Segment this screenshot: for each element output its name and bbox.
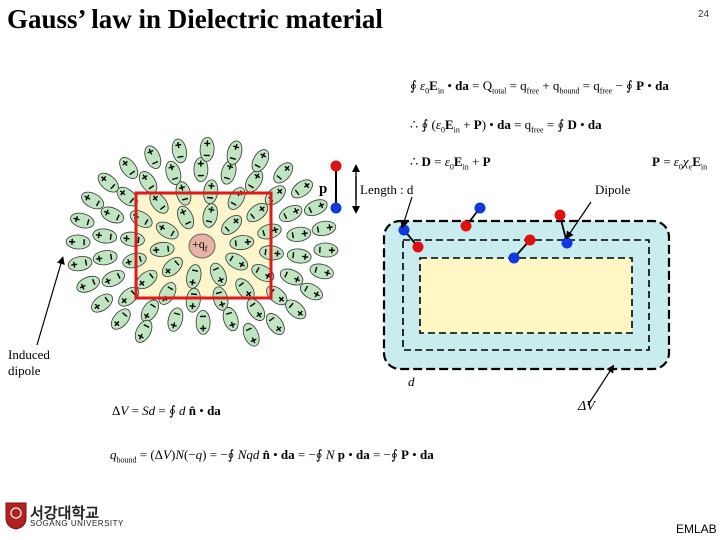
induced-dipole-icon [309,263,334,280]
induced-dipole-icon [134,319,153,343]
induced-dipole-icon [221,215,243,235]
induced-dipole-icon [97,172,119,193]
induced-dipole-icon [118,286,140,307]
induced-dipole-icon [199,137,215,162]
volume-diagram [382,196,671,406]
induced-dipole-icon [220,160,237,185]
induced-dipole-icon [209,262,227,287]
induced-dipole-icon [149,241,175,257]
induced-dipole-icon [286,248,312,264]
equation-d-field: ∴ D = ε0Ein + P [410,154,491,172]
induced-dipole-icon [251,149,270,173]
induced-dipole-icon [81,191,105,210]
dipole-blue-end [508,252,520,264]
university-logo-korean: 서강대학교 [30,504,100,522]
dipole-red-end [460,220,472,232]
free-charge [188,233,216,259]
equation-gauss-total: ∮ ε0Ein • da = Qtotal = qfree + qbound =… [410,78,669,96]
dipole-label: Dipole [595,182,631,197]
gaussian-surface-frame [134,191,273,300]
induced-dipole-icon [226,140,243,165]
dipole-blue-end [474,202,486,214]
induced-dipole-icon [155,221,179,240]
p-vector-diagram [330,160,360,214]
induced-dipole-icon [119,157,139,179]
delta-v-label: ΔV [578,399,595,414]
induced-dipole-icon [285,299,307,320]
induced-dipole-icon [65,234,91,250]
university-logo-english: SOGANG UNIVERSITY [30,519,124,528]
induced-dipole-icon [149,192,169,214]
length-label: Length : d [360,182,414,197]
dipole-blue-end [398,224,410,236]
equation-bound-charge: qbound = (ΔV)N(−q) = −∮ Nqd n̂ • da = −∮… [110,447,434,465]
equation-gauss-displacement: ∴ ∮ (ε0Ein + P) • da = qfree = ∮ D • da [410,117,602,135]
induced-dipole-icon [165,160,182,185]
induced-dipole-icon [311,220,337,237]
inner-core [419,257,633,334]
induced-dipole-icon [299,282,323,301]
induced-dipole-icon [135,269,158,290]
induced-dipole-icon [144,145,162,169]
slide-title: Gauss’ law in Dielectric material [7,4,383,34]
induced-dipole-icon [246,298,266,321]
induced-dipole-icon [244,169,264,193]
induced-dipole-icon [225,252,249,271]
induced-dipole-icon [304,199,328,217]
induced-dipole-icon [177,205,195,230]
induced-dipole-icon [161,257,183,277]
induced-dipole-icon [185,287,201,313]
footer-lab-label: EMLAB [676,522,717,536]
induced-dipole-icon [101,269,125,288]
induced-dipole-icon [229,235,255,251]
induced-dipole-icon [279,268,304,286]
induced-dipole-icon [167,307,184,332]
induced-dipole-icon [202,203,218,228]
induced-dipole-icon [171,138,188,164]
p-vector-label: p [319,181,328,197]
induced-dipole-icon [70,212,95,229]
induced-dipole-icon [100,206,125,224]
induced-dipole-icon [265,313,285,335]
induced-dipole-icon [92,228,118,244]
thickness-label: d [408,374,415,389]
equation-polarization: P = ε0χeEin [652,154,708,172]
induced-dipole-icon [251,264,275,282]
dipole-field [65,137,339,347]
induced-dipole-icon [120,231,145,247]
induced-dipole-icon [193,157,209,182]
induced-dipole-icon [246,202,269,223]
dipole-red-end [524,234,536,246]
induced-dipole-icon [110,308,131,330]
induced-dipole-icon [195,310,211,335]
dipole-red-end [412,241,424,253]
induced-dipole-label: Induced dipole [8,347,50,378]
induced-dipole-icon [279,204,303,223]
induced-dipole-icon [286,226,312,242]
page-number: 24 [698,9,710,20]
induced-dipole-icon [92,250,118,266]
induced-dipole-icon [186,264,202,289]
induced-dipole-icon [222,307,239,332]
free-charge-label: +qf [192,237,208,254]
induced-dipole-icon [291,179,313,199]
induced-dipole-icon [116,186,138,207]
induced-dipole-icon [242,323,260,347]
p-vector-negative-end [330,202,342,214]
equation-volume: ΔV = Sd = ∮ d n̂ • da [112,403,221,418]
induced-dipole-icon [76,275,100,293]
university-seal-icon [5,502,27,530]
induced-dipole-icon [273,162,294,184]
induced-dipole-icon [91,293,113,313]
dipole-red-end [554,209,566,221]
induced-dipole-icon [67,255,93,272]
induced-dipole-icon [140,299,160,323]
dipole-blue-end [561,237,573,249]
induced-dipole-icon [313,242,339,258]
p-vector-positive-end [330,160,342,172]
